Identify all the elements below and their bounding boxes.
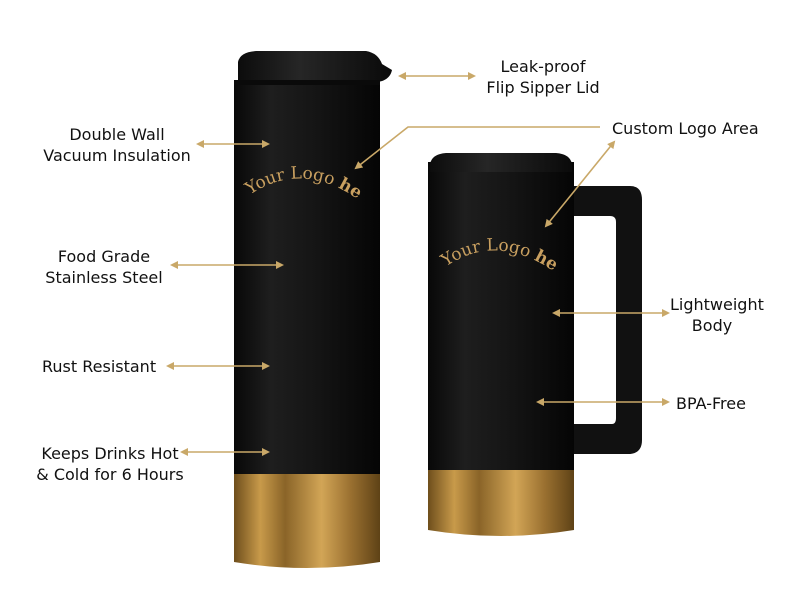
label-custom-logo-area: Custom Logo Area bbox=[612, 119, 759, 138]
tumbler-lid bbox=[238, 51, 392, 82]
label-leak-proof: Leak-proof Flip Sipper Lid bbox=[486, 57, 600, 97]
arrow-logo-mug bbox=[544, 140, 616, 228]
mug-handle bbox=[560, 186, 642, 454]
label-rust-resistant: Rust Resistant bbox=[42, 357, 157, 376]
arrow-logo-tumbler bbox=[354, 126, 600, 170]
mug-gold-base bbox=[428, 470, 574, 536]
label-bpa-free: BPA-Free bbox=[676, 394, 746, 413]
tumbler-body bbox=[234, 80, 380, 476]
tumbler-lid-rim bbox=[234, 80, 380, 85]
tumbler-gold-base bbox=[234, 474, 380, 568]
mug-body bbox=[428, 162, 574, 474]
label-food-grade: Food Grade Stainless Steel bbox=[45, 247, 163, 287]
mug-lid bbox=[430, 153, 572, 172]
label-double-wall: Double Wall Vacuum Insulation bbox=[43, 125, 191, 165]
label-hot-cold: Keeps Drinks Hot & Cold for 6 Hours bbox=[36, 444, 184, 484]
label-lightweight: Lightweight Body bbox=[670, 295, 764, 335]
